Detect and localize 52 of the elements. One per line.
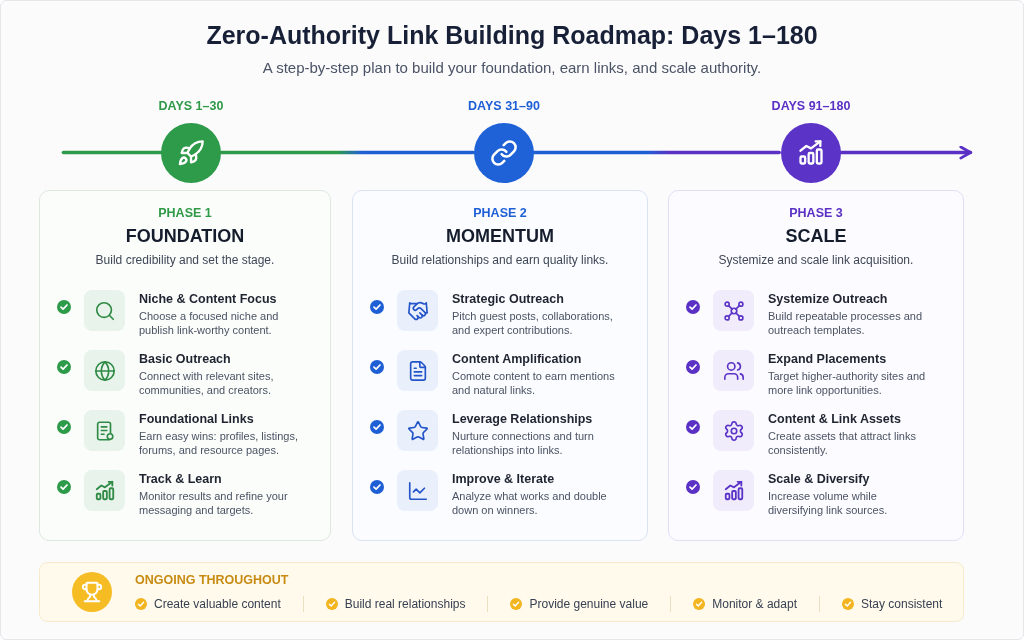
step-title: Track & Learn [139,471,222,487]
timeline-line [531,150,781,155]
days-label: DAYS 91–180 [771,99,851,113]
step-description: Connect with relevant sites, communities, and creators. [139,369,275,397]
practice-item: Create valuable content [154,597,281,611]
step-description: Analyze what works and double down on winners. [452,489,608,517]
subtitle: A step-by-step plan to build your foundation, earn links, and scale authority. [262,58,762,77]
practice-item: Build real relationships [344,597,466,611]
title: Zero-Authority Link Building Roadmap: Days 1–180 [206,20,818,51]
step-description: Increase volume while diversifying link sources. [768,489,889,517]
step-title: Content & Link Assets [768,411,901,427]
step-title: Systemize Outreach [768,291,888,307]
band-heading: ONGOING THROUGHOUT [135,572,289,588]
phase-label: PHASE 1 [158,205,212,221]
phase-card [352,190,648,541]
step-description: Nurture connections and turn relationships into links. [452,429,595,457]
timeline-line [219,150,475,155]
phase-heading: SCALE [785,225,847,247]
step-description: Pitch guest posts, collaborations, and expert contributions. [452,309,614,337]
step-description: Earn easy wins: profiles, listings, forums, and resource pages. [139,429,299,457]
phase-summary: Build credibility and set the stage. [95,252,275,268]
phase-summary: Systemize and scale link acquisition. [718,252,914,268]
practice-item: Provide genuine value [529,597,649,611]
step-title: Leverage Relationships [452,411,593,427]
phase-card [668,190,964,541]
phase-heading: MOMENTUM [446,225,554,247]
step-title: Basic Outreach [139,351,231,367]
step-title: Improve & Iterate [452,471,555,487]
step-title: Niche & Content Focus [139,291,277,307]
step-description: Comote content to earn mentions and natural links. [452,369,616,397]
bar-chart-icon [781,123,841,183]
phase-label: PHASE 3 [789,205,843,221]
practice-item: Monitor & adapt [712,597,797,611]
phase-heading: FOUNDATION [125,225,245,247]
step-description: Create assets that attract links consistently. [768,429,917,457]
phase-card [39,190,331,541]
step-title: Strategic Outreach [452,291,564,307]
step-title: Content Amplification [452,351,582,367]
step-title: Scale & Diversify [768,471,870,487]
days-label: DAYS 31–90 [468,99,540,113]
phase-summary: Build relationships and earn quality links. [391,252,609,268]
step-description: Build repeatable processes and outreach templates. [768,309,924,337]
step-title: Expand Placements [768,351,887,367]
practice-item: Stay consistent [860,597,943,611]
step-description: Monitor results and refine your messaging and targets. [139,489,289,517]
step-description: Choose a focused niche and publish link-worthy content. [139,309,280,337]
phase-label: PHASE 2 [473,205,527,221]
step-description: Target higher-authority sites and more link opportunities. [768,369,927,397]
step-title: Foundational Links [139,411,254,427]
days-label: DAYS 1–30 [158,99,224,113]
timeline-line [61,150,163,155]
ongoing-band [39,562,964,622]
